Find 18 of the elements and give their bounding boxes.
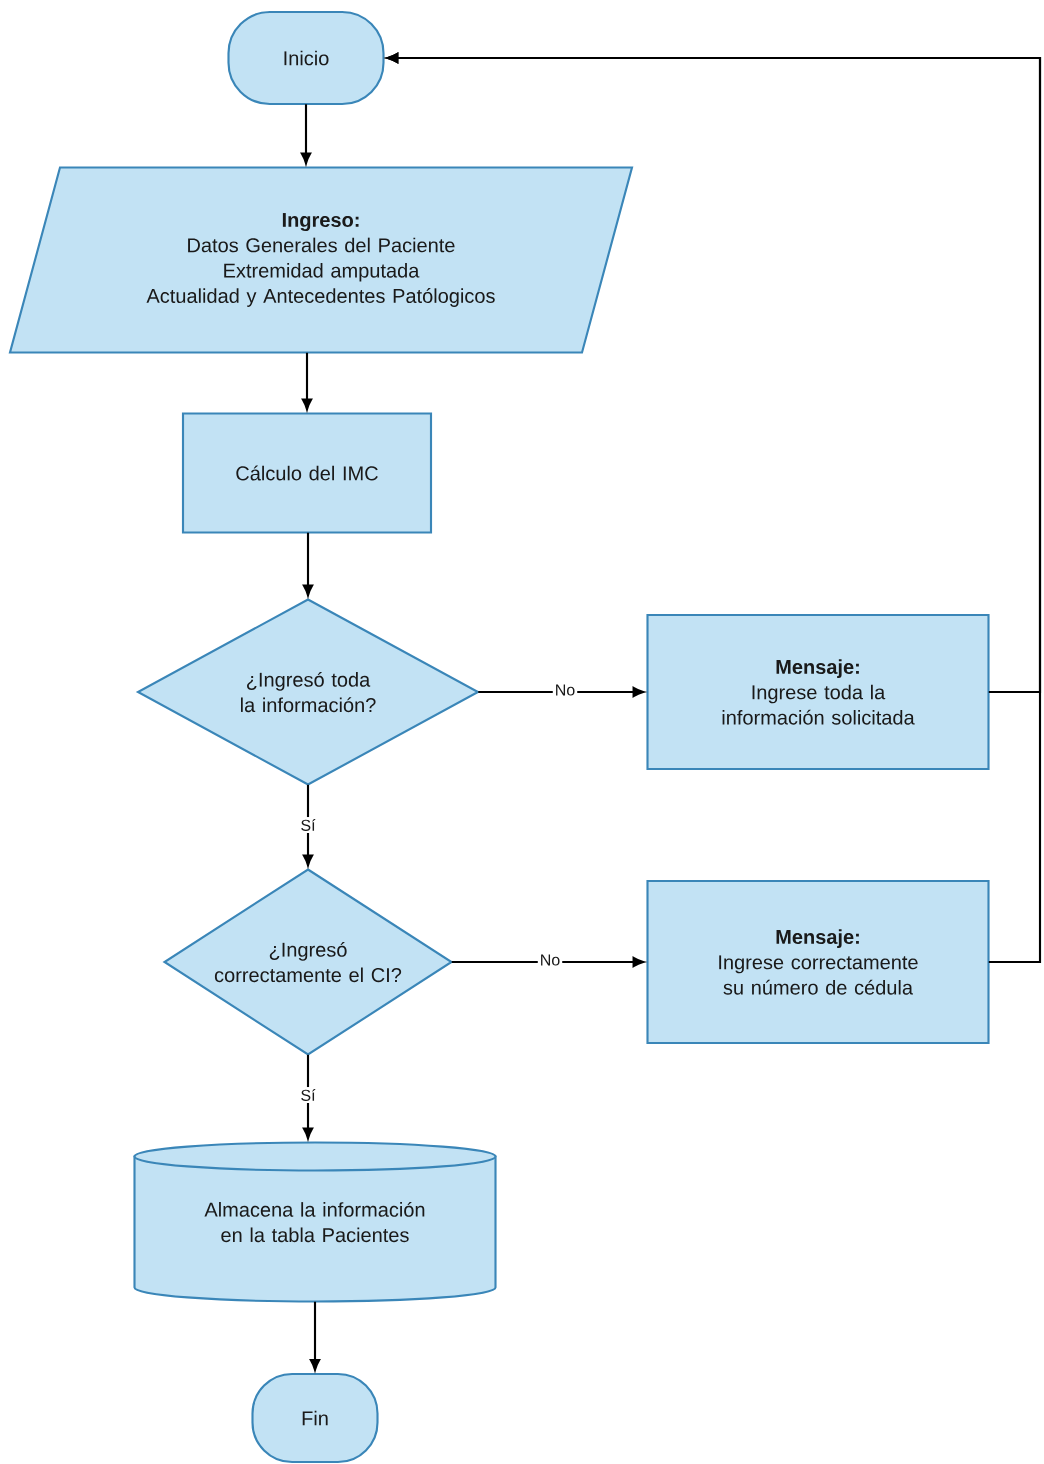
arrow <box>300 104 312 165</box>
arrow <box>478 686 645 698</box>
database-cylinder: Almacena la información en la tabla Pacientes <box>133 1141 497 1303</box>
process-box: Cálculo del IMC <box>181 412 433 534</box>
edge-label: Sí <box>298 817 318 833</box>
process-box: Mensaje: Ingrese toda la información solicitada <box>646 613 990 771</box>
edge-label: No <box>552 682 578 698</box>
arrow <box>451 956 645 968</box>
edge-label: No <box>537 952 563 968</box>
edge-label: Sí <box>298 1087 318 1103</box>
arrow <box>386 52 1042 964</box>
arrow <box>302 784 314 867</box>
arrow <box>302 532 314 597</box>
input-parallelogram: Ingreso: Datos Generales del Paciente Extremidad amputada Actualidad y Antecedentes Patólogicos <box>8 166 634 354</box>
arrow <box>301 352 313 411</box>
arrow <box>302 1054 314 1140</box>
arrow <box>309 1301 321 1371</box>
process-box: Mensaje: Ingrese correctamente su número de cédula <box>646 879 990 1045</box>
